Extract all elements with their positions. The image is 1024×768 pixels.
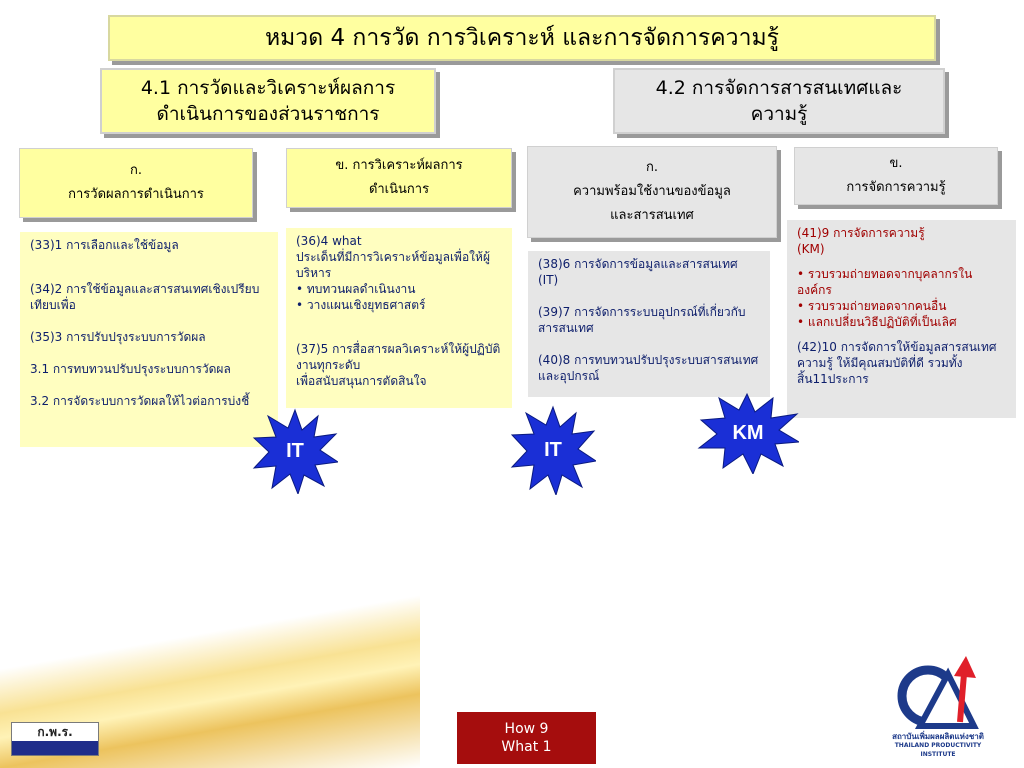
section-42-line1: 4.2 การจัดการสารสนเทศและ bbox=[655, 77, 903, 99]
subsection-a2-title: ความพร้อมใช้งานของข้อมูล bbox=[573, 184, 731, 199]
subsection-a2-title-cont: และสารสนเทศ bbox=[610, 208, 694, 223]
content-box-measurement: (33)1 การเลือกและใช้ข้อมูล (34)2 การใช้ข… bbox=[20, 232, 278, 447]
what-count: What 1 bbox=[501, 739, 552, 755]
subsection-b-label: ข. การวิเคราะห์ผลการ bbox=[335, 158, 463, 173]
item-41-bullet-2: • รวบรวมถ่ายทอดจากคนอื่น bbox=[797, 299, 947, 313]
item-33: (33)1 การเลือกและใช้ข้อมูล bbox=[30, 238, 179, 252]
content-box-information: (38)6 การจัดการข้อมูลและสารสนเทศ (IT) (3… bbox=[528, 251, 770, 397]
item-38: (38)6 การจัดการข้อมูลและสารสนเทศ (IT) bbox=[538, 257, 738, 287]
subsection-b-analysis: ข. การวิเคราะห์ผลการ ดำเนินการ bbox=[286, 148, 512, 208]
section-41-line1: 4.1 การวัดและวิเคราะห์ผลการ bbox=[140, 77, 396, 99]
subsection-b-knowledge-management: ข. การจัดการความรู้ bbox=[794, 147, 998, 205]
subsection-a2-label: ก. bbox=[645, 160, 658, 175]
subsection-a-data-availability: ก. ความพร้อมใช้งานของข้อมูล และสารสนเทศ bbox=[527, 146, 777, 238]
item-41-km: (KM) bbox=[797, 242, 825, 256]
it-label-left: IT bbox=[286, 439, 304, 462]
it-label-right: IT bbox=[544, 438, 562, 461]
item-36-body: ประเด็นที่มีการวิเคราะห์ข้อมูลเพื่อให้ผู… bbox=[296, 250, 490, 280]
item-41-bullet-1: • รวบรวมถ่ายทอดจากบุคลากรในองค์กร bbox=[797, 267, 973, 297]
subsection-b-title: ดำเนินการ bbox=[368, 182, 430, 197]
item-36-bullet-2: • วางแผนเชิงยุทธศาสตร์ bbox=[296, 298, 426, 312]
it-starburst-right: IT bbox=[510, 405, 598, 497]
item-40: (40)8 การทบทวนปรับปรุงระบบสารสนเทศและอุป… bbox=[538, 353, 759, 383]
section-41-line2: ดำเนินการของส่วนราชการ bbox=[156, 103, 380, 125]
subsection-a-title: การวัดผลการดำเนินการ bbox=[68, 187, 204, 202]
km-starburst: KM bbox=[697, 392, 801, 476]
it-starburst-left: IT bbox=[252, 408, 340, 496]
tpi-logo-icon bbox=[897, 656, 979, 729]
section-41-header: 4.1 การวัดและวิเคราะห์ผลการ ดำเนินการของ… bbox=[100, 68, 436, 134]
subsection-a-measurement: ก. การวัดผลการดำเนินการ bbox=[19, 148, 253, 218]
subsection-b2-label: ข. bbox=[889, 156, 903, 171]
item-35: (35)3 การปรับปรุงระบบการวัดผล bbox=[30, 330, 206, 344]
item-36-bullet-1: • ทบทวนผลดำเนินงาน bbox=[296, 282, 416, 296]
tpi-caption-english: THAILAND PRODUCTIVITY INSTITUTE bbox=[894, 742, 982, 758]
tpi-caption: สถาบันเพิ่มผลผลิตแห่งชาติ THAILAND PRODU… bbox=[882, 732, 994, 759]
content-box-analysis: (36)4 what ประเด็นที่มีการวิเคราะห์ข้อมู… bbox=[286, 228, 512, 408]
item-36-head: (36)4 what bbox=[296, 234, 362, 248]
km-label: KM bbox=[732, 421, 764, 444]
item-37-cont: เพื่อสนับสนุนการตัดสินใจ bbox=[296, 374, 427, 388]
how-count: How 9 bbox=[504, 721, 549, 737]
item-3-2: 3.2 การจัดระบบการวัดผลให้ไวต่อการบ่งชี้ bbox=[30, 394, 250, 408]
tpi-logo bbox=[890, 654, 986, 730]
item-41: (41)9 การจัดการความรู้ bbox=[797, 226, 925, 240]
content-box-knowledge: (41)9 การจัดการความรู้ (KM) • รวบรวมถ่าย… bbox=[787, 220, 1016, 418]
item-37: (37)5 การสื่อสารผลวิเคราะห์ให้ผู้ปฏิบัติ… bbox=[296, 342, 501, 372]
item-3-1: 3.1 การทบทวนปรับปรุงระบบการวัดผล bbox=[30, 362, 231, 376]
section-42-line2: ความรู้ bbox=[750, 103, 808, 125]
opdc-logo: ก.พ.ร. bbox=[11, 722, 99, 756]
subsection-a-label: ก. bbox=[129, 163, 142, 178]
item-39: (39)7 การจัดการระบบอุปกรณ์ที่เกี่ยวกับสา… bbox=[538, 305, 746, 335]
subsection-b2-title: การจัดการความรู้ bbox=[846, 180, 946, 195]
item-41-bullet-3: • แลกเปลี่ยนวิธีปฏิบัติที่เป็นเลิศ bbox=[797, 315, 957, 329]
section-42-header: 4.2 การจัดการสารสนเทศและ ความรู้ bbox=[613, 68, 945, 134]
page-title-text: หมวด 4 การวัด การวิเคราะห์ และการจัดการค… bbox=[264, 25, 780, 51]
item-34: (34)2 การใช้ข้อมูลและสารสนเทศเชิงเปรียบเ… bbox=[30, 282, 260, 312]
opdc-logo-band bbox=[12, 741, 98, 755]
page-title: หมวด 4 การวัด การวิเคราะห์ และการจัดการค… bbox=[108, 15, 936, 61]
opdc-logo-text: ก.พ.ร. bbox=[37, 725, 73, 739]
tpi-caption-thai: สถาบันเพิ่มผลผลิตแห่งชาติ bbox=[892, 732, 984, 741]
item-42: (42)10 การจัดการให้ข้อมูลสารสนเทศ ความรู… bbox=[797, 340, 997, 386]
how-what-badge: How 9 What 1 bbox=[457, 712, 596, 764]
